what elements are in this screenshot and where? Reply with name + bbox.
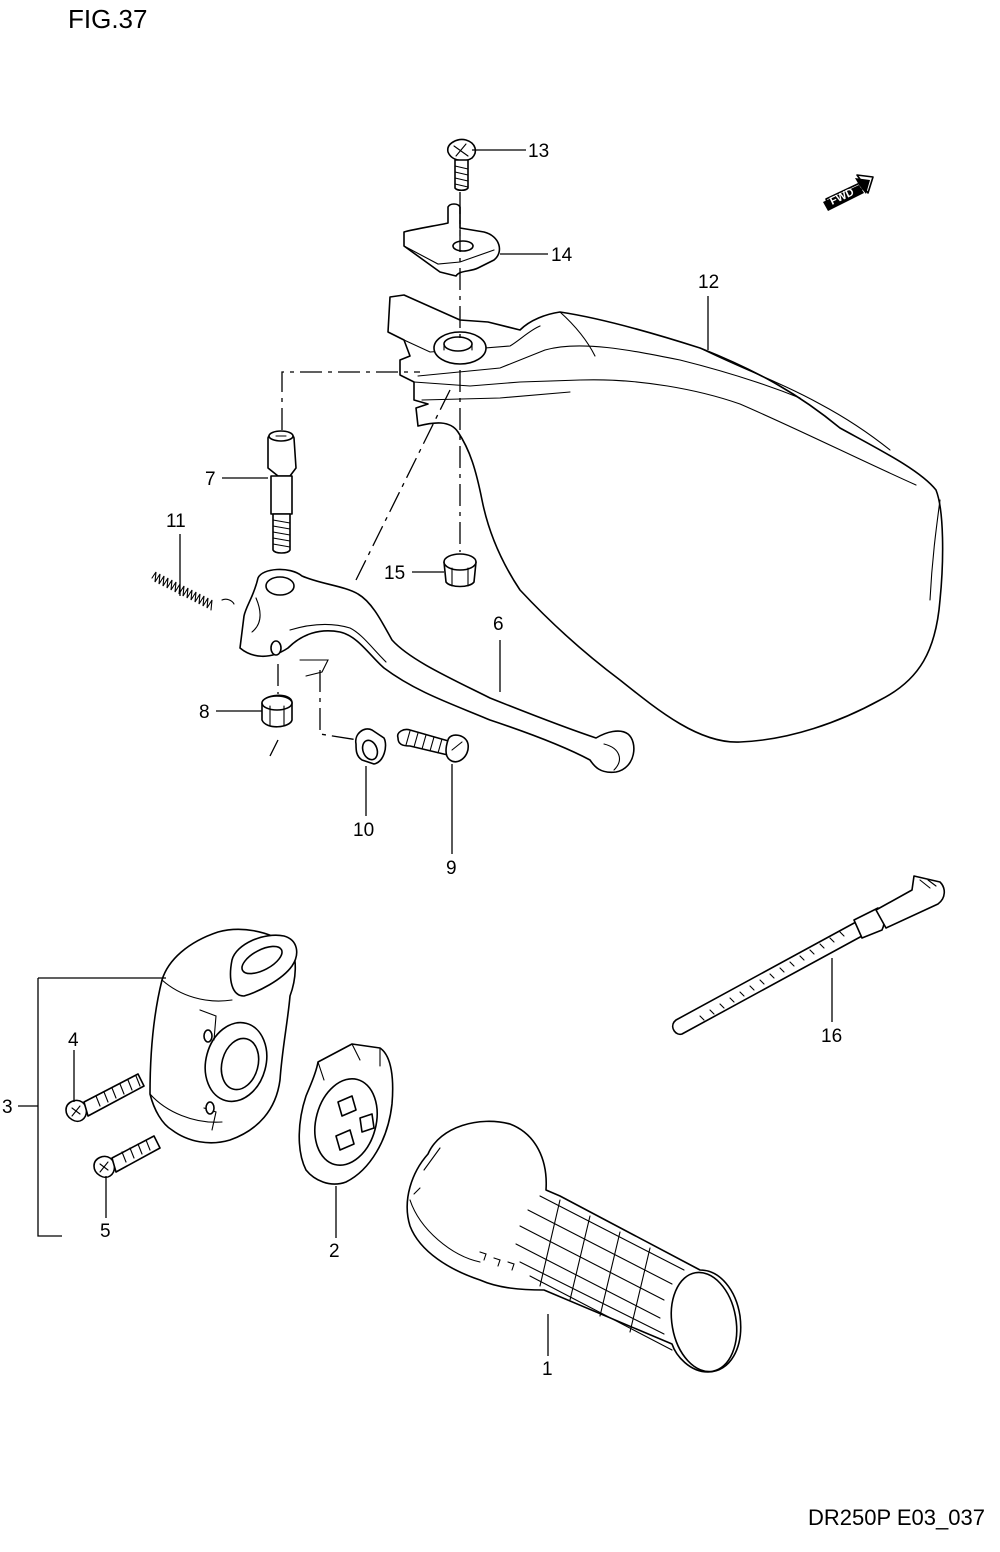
part-13-screw — [447, 138, 477, 192]
part-12-hand-guard — [387, 294, 944, 743]
callout-5: 5 — [100, 1221, 111, 1242]
part-3-lever-holder — [149, 928, 298, 1144]
part-4-screw — [65, 1073, 145, 1123]
part-5-screw — [93, 1135, 161, 1179]
part-14-bracket — [403, 203, 501, 277]
fwd-badge-label: FWD — [828, 186, 856, 207]
part-8-nut — [261, 694, 293, 728]
part-10-lock-nut — [354, 728, 387, 765]
leader-lines — [18, 149, 833, 1356]
part-6-clutch-lever — [239, 568, 635, 774]
callout-6: 6 — [493, 614, 504, 635]
callout-14: 14 — [551, 245, 573, 266]
callout-3: 3 — [2, 1097, 13, 1118]
callout-12: 12 — [698, 272, 719, 293]
part-9-adjuster-bolt — [396, 728, 469, 763]
callout-13: 13 — [528, 141, 549, 162]
callout-7: 7 — [205, 469, 216, 490]
assembly-center-lines — [269, 192, 461, 757]
callout-labels: 13 14 12 7 11 15 6 8 10 9 16 4 3 5 2 1 — [2, 141, 842, 1380]
part-16-cable-tie — [671, 875, 946, 1036]
part-2-cable-guide — [298, 1043, 394, 1185]
part-11-spring — [151, 571, 235, 611]
figure-title: FIG.37 — [68, 4, 147, 34]
callout-9: 9 — [446, 858, 457, 879]
reference-code: DR250P E03_037 — [808, 1505, 985, 1530]
part-1-grip — [406, 1120, 742, 1373]
callout-16: 16 — [821, 1026, 842, 1047]
callout-8: 8 — [199, 702, 210, 723]
part-15-nut — [443, 553, 477, 588]
fwd-arrow-icon: FWD — [823, 174, 874, 211]
callout-10: 10 — [353, 820, 374, 841]
callout-1: 1 — [542, 1359, 553, 1380]
callout-4: 4 — [68, 1030, 79, 1051]
callout-15: 15 — [384, 563, 405, 584]
callout-2: 2 — [329, 1241, 340, 1262]
callout-11: 11 — [166, 511, 186, 532]
part-7-lever-bolt — [267, 430, 297, 554]
